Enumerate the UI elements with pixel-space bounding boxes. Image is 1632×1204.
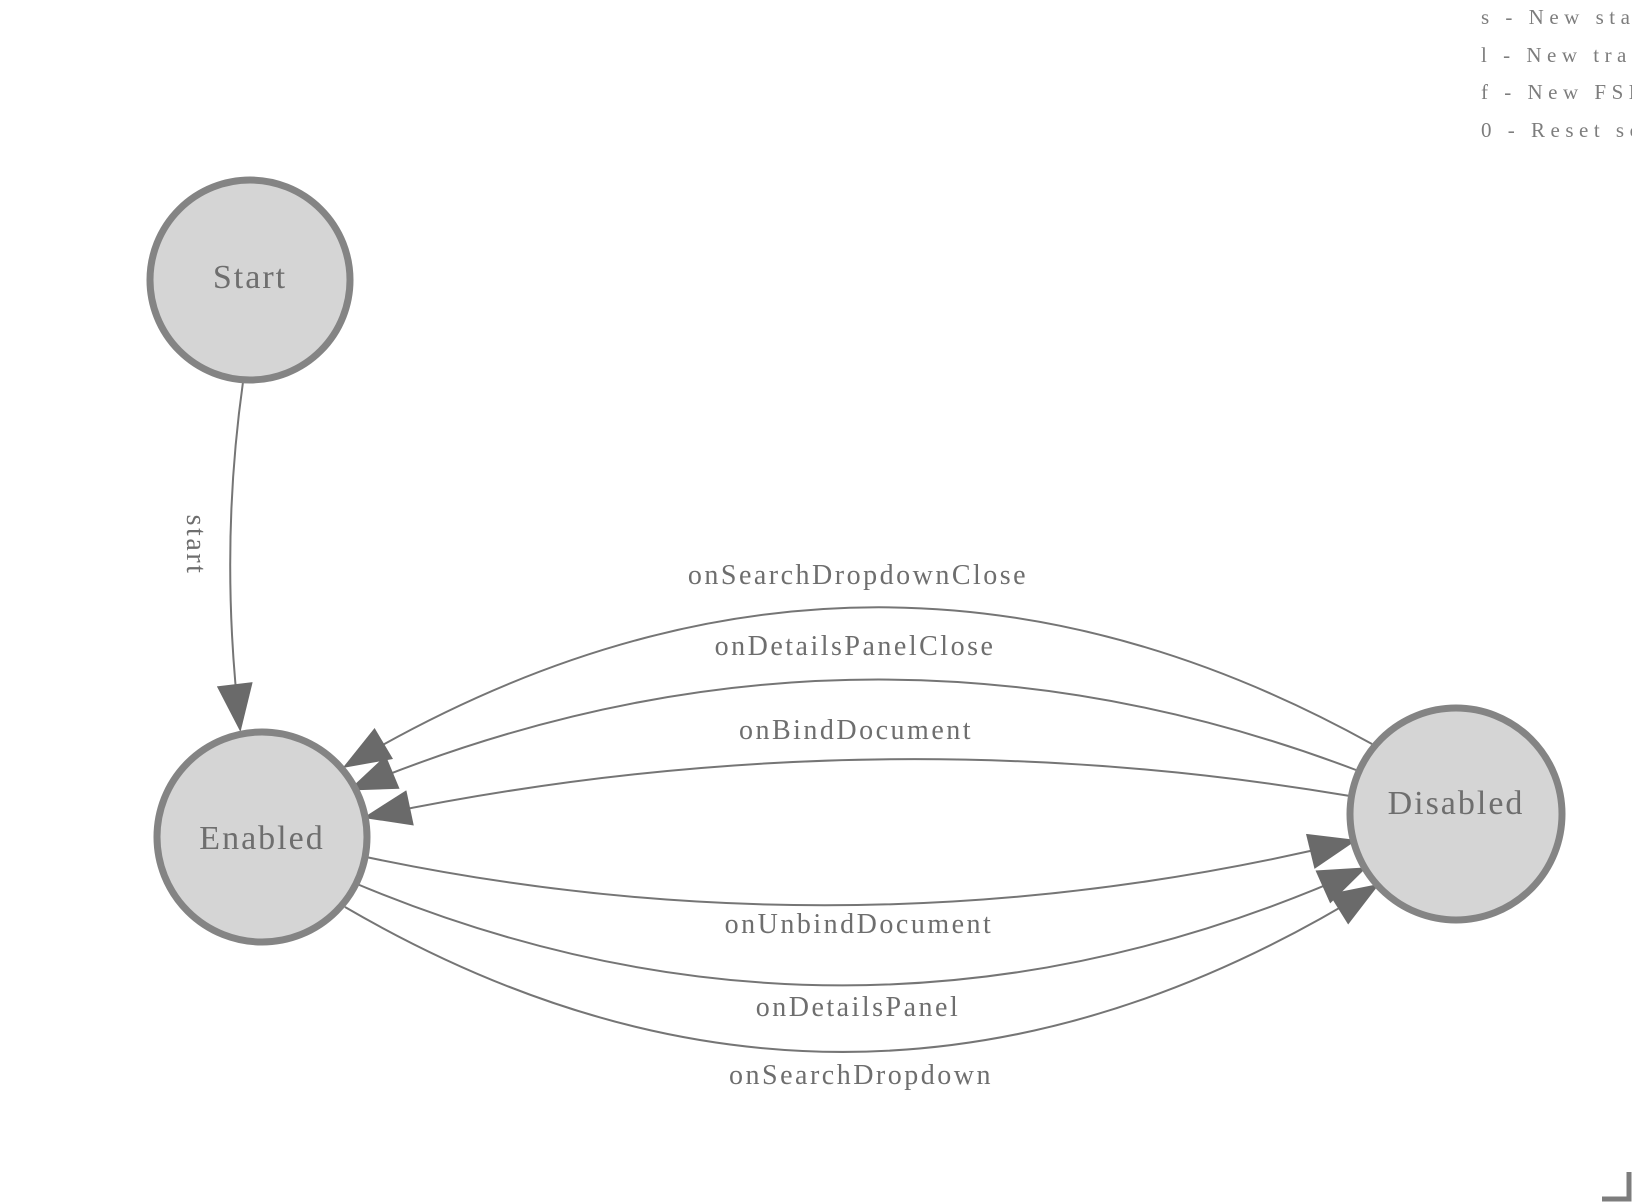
transition-onBindDocument: onBindDocument: [363, 715, 1351, 826]
state-node-disabled[interactable]: Disabled: [1346, 704, 1566, 924]
transition-path-onBindDocument[interactable]: [363, 758, 1351, 826]
legend-item: f - New FSM: [1481, 80, 1632, 104]
transition-label-onSearchDropdown: onSearchDropdown: [729, 1060, 993, 1091]
transition-path-onSearchDropdown[interactable]: [344, 883, 1380, 1053]
transition-onDetailsPanel: onDetailsPanel: [356, 867, 1367, 1023]
state-circle-start[interactable]: [146, 176, 354, 384]
legend-item: s - New state: [1481, 5, 1632, 29]
transition-label-onDetailsPanel: onDetailsPanel: [756, 992, 961, 1023]
transition-start: start: [180, 381, 253, 732]
canvas-resize-corner: [1602, 1172, 1632, 1202]
state-circle-disabled[interactable]: [1346, 704, 1566, 924]
transition-onUnbindDocument: onUnbindDocument: [365, 833, 1357, 940]
state-label-start: Start: [213, 259, 287, 296]
shortcut-legend: s - New state l - New transition f - New…: [1481, 5, 1632, 142]
state-node-enabled[interactable]: Enabled: [153, 728, 371, 946]
state-label-disabled: Disabled: [1388, 785, 1525, 822]
transition-onSearchDropdownClose: onSearchDropdownClose: [342, 560, 1373, 769]
legend-item: l - New transition: [1481, 43, 1632, 67]
transition-path-onUnbindDocument[interactable]: [365, 833, 1357, 907]
state-label-enabled: Enabled: [199, 820, 324, 857]
transition-label-start: start: [180, 515, 211, 576]
transition-onDetailsPanelClose: onDetailsPanelClose: [348, 631, 1357, 791]
transition-label-onSearchDropdownClose: onSearchDropdownClose: [688, 560, 1028, 591]
state-circle-enabled[interactable]: [153, 728, 371, 946]
transition-path-onDetailsPanel[interactable]: [356, 867, 1367, 987]
transition-path-onDetailsPanelClose[interactable]: [348, 678, 1357, 791]
transition-path-start[interactable]: [216, 381, 253, 732]
legend-item: 0 - Reset scale: [1481, 118, 1632, 142]
transition-label-onDetailsPanelClose: onDetailsPanelClose: [715, 631, 996, 662]
transition-onSearchDropdown: onSearchDropdown: [344, 883, 1380, 1091]
transition-label-onBindDocument: onBindDocument: [739, 715, 973, 746]
transition-path-onSearchDropdownClose[interactable]: [342, 606, 1373, 769]
transition-label-onUnbindDocument: onUnbindDocument: [725, 909, 994, 940]
state-node-start[interactable]: Start: [146, 176, 354, 384]
